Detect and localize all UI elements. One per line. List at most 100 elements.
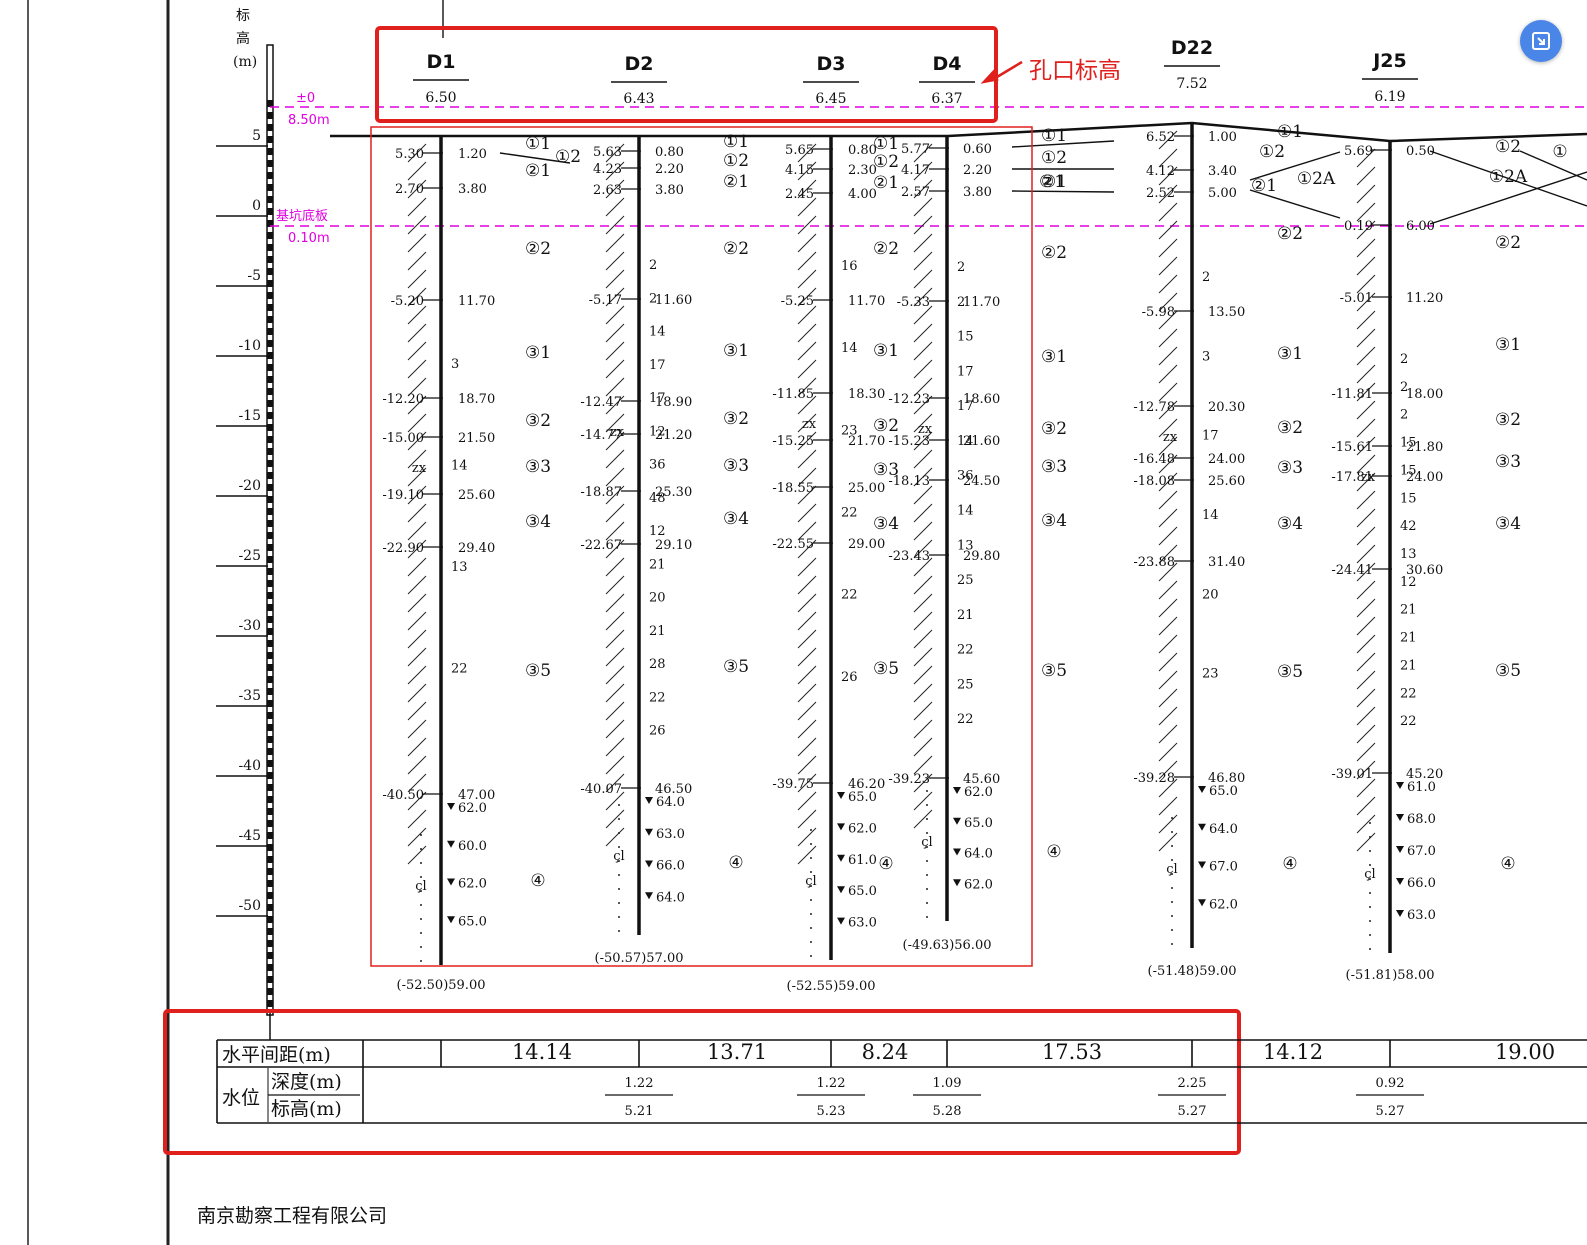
soil-code-cl: çl <box>613 849 624 864</box>
hatch-mark <box>1356 652 1376 672</box>
hatch-mark <box>605 431 625 451</box>
hatch-mark <box>1158 148 1178 168</box>
n-value-marker <box>447 803 455 810</box>
spt-value: 13 <box>451 560 468 575</box>
hatch-mark <box>797 251 817 271</box>
hatch-mark <box>913 377 933 397</box>
boundary-depth: 45.60 <box>963 772 1000 787</box>
spt-value: 42 <box>1400 519 1417 534</box>
spt-value: 15 <box>1400 436 1417 451</box>
boundary-elevation: 4.23 <box>593 162 622 177</box>
stratum-label: ①2 <box>555 147 581 167</box>
borehole-collar-elevation: 6.43 <box>623 91 654 107</box>
boundary-elevation: 2.45 <box>785 187 814 202</box>
n-value-marker <box>953 817 961 825</box>
water-elevation-value: 5.23 <box>817 1104 846 1119</box>
spt-value: 21 <box>649 624 666 639</box>
stratum-label: ③3 <box>525 457 551 477</box>
boundary-depth: 18.90 <box>655 395 692 410</box>
hatch-mark <box>913 773 933 793</box>
hatch-mark <box>605 593 625 613</box>
hatch-mark <box>605 233 625 253</box>
spt-value: 2 <box>1202 270 1210 285</box>
axis-title-char-2: 高 <box>236 30 250 47</box>
dot-mark <box>926 818 928 820</box>
hatch-mark <box>797 359 817 379</box>
hatch-mark <box>1158 544 1178 564</box>
spt-value: 25 <box>957 677 974 692</box>
stratum-label: ③4 <box>1041 511 1067 531</box>
hatch-mark <box>1356 382 1376 402</box>
hatch-mark <box>605 359 625 379</box>
boundary-elevation: -12.23 <box>888 392 930 407</box>
n-value: 62.0 <box>458 877 487 892</box>
hatch-mark <box>1356 796 1376 816</box>
borehole-collar-elevation: 7.52 <box>1176 76 1207 92</box>
hatch-mark <box>797 323 817 343</box>
n-value: 64.0 <box>656 795 685 810</box>
hatch-mark <box>913 179 933 199</box>
n-value-marker <box>447 840 455 848</box>
spt-value: 21 <box>649 557 666 572</box>
exit-fullscreen-button[interactable] <box>1520 20 1562 62</box>
spt-value: 26 <box>649 724 666 739</box>
hatch-mark <box>407 197 427 217</box>
hatch-mark <box>913 521 933 541</box>
hatch-mark <box>1356 436 1376 456</box>
n-value-marker <box>1198 861 1206 869</box>
hatch-mark <box>913 197 933 217</box>
boundary-elevation: -12.20 <box>382 392 424 407</box>
stratum-label: ②2 <box>525 239 551 259</box>
hatch-mark <box>1158 508 1178 528</box>
spt-value: 22 <box>841 506 858 521</box>
boundary-depth: 31.40 <box>1208 555 1245 570</box>
hatch-mark <box>407 683 427 703</box>
n-value: 63.0 <box>848 916 877 931</box>
boundary-elevation: -5.98 <box>1142 305 1175 320</box>
dot-mark <box>420 932 422 934</box>
hatch-mark <box>605 665 625 685</box>
hatch-mark <box>1158 292 1178 312</box>
hatch-mark <box>797 395 817 415</box>
boundary-depth: 30.60 <box>1406 563 1443 578</box>
hatch-mark <box>407 215 427 235</box>
hatch-mark <box>913 719 933 739</box>
hatch-mark <box>1158 760 1178 780</box>
hatch-mark <box>407 539 427 559</box>
n-value: 64.0 <box>1209 822 1238 837</box>
boundary-depth: 3.80 <box>458 182 487 197</box>
hatch-mark <box>605 413 625 433</box>
hatch-mark <box>605 377 625 397</box>
borehole-collar-elevation: 6.19 <box>1374 89 1405 105</box>
n-value: 62.0 <box>1209 897 1238 912</box>
spt-value: 26 <box>841 670 858 685</box>
dot-mark <box>618 846 620 848</box>
hatch-mark <box>407 431 427 451</box>
hatch-mark <box>1356 814 1376 834</box>
dot-mark <box>1369 934 1371 936</box>
spt-value: 14 <box>451 459 468 474</box>
stratum-label: ③3 <box>1495 452 1521 472</box>
dot-mark <box>420 904 422 906</box>
hatch-mark <box>407 449 427 469</box>
hatch-mark <box>797 233 817 253</box>
n-value-marker <box>1198 899 1206 907</box>
boundary-elevation: -22.90 <box>382 541 424 556</box>
dot-mark <box>810 927 812 929</box>
spt-value: 2 <box>957 295 965 310</box>
dot-mark <box>926 874 928 876</box>
reference-base-value: 0.10m <box>288 231 330 246</box>
hatch-mark <box>1158 238 1178 258</box>
axis-tick-label: -25 <box>238 548 261 564</box>
hatch-mark <box>605 251 625 271</box>
hatch-mark <box>797 791 817 811</box>
spt-value: 22 <box>1400 714 1417 729</box>
spt-value: 14 <box>1202 508 1219 523</box>
hatch-mark <box>913 269 933 289</box>
hatch-mark <box>407 323 427 343</box>
boundary-depth: 2.20 <box>963 163 992 178</box>
n-value: 60.0 <box>458 839 487 854</box>
hatch-mark <box>1158 706 1178 726</box>
axis-title-char-1: 标 <box>236 8 250 24</box>
stratum-label: ②2 <box>1041 243 1067 263</box>
